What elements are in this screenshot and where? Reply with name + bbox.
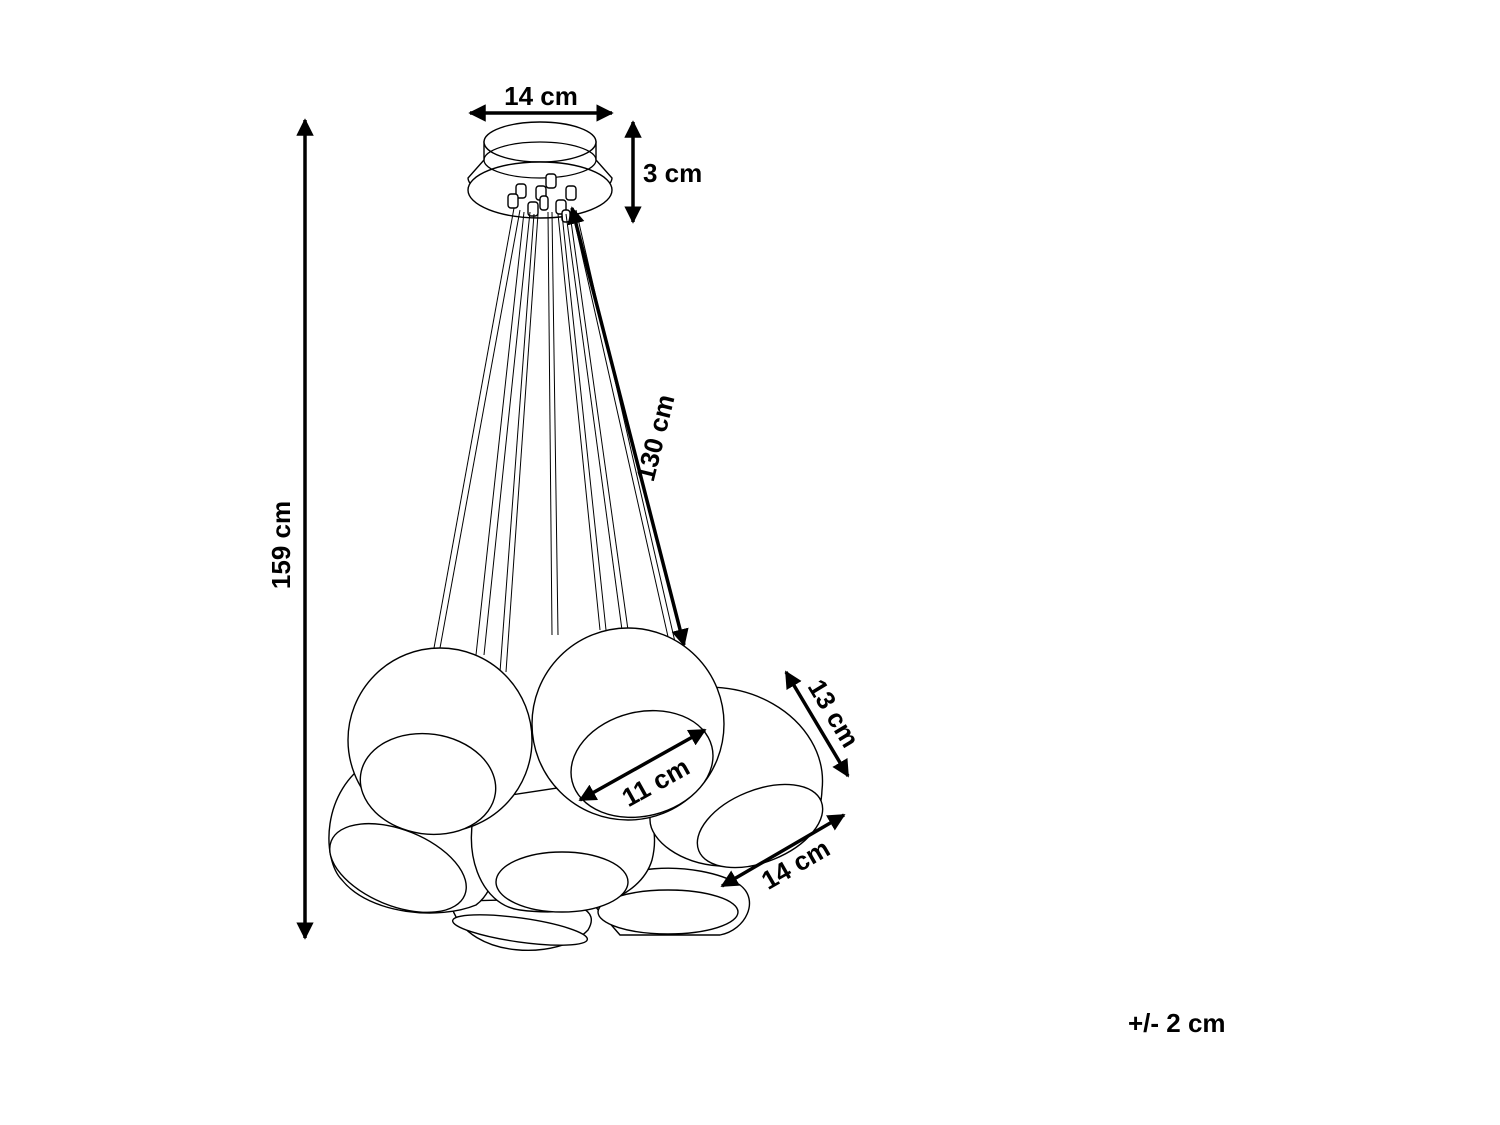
shade-opening-line [578,728,707,802]
dimension-lines [296,104,850,940]
cord-length-line [567,206,689,647]
tolerance-note: +/- 2 cm [1128,1008,1226,1038]
total-height-label: 159 cm [266,501,296,589]
cord-length-label: 130 cm [630,391,680,484]
cord-grips [507,173,577,223]
shade-width-line [720,813,846,888]
canopy-height-label: 3 cm [643,158,702,188]
canopy-width-label: 14 cm [504,81,578,111]
shade-left-front [347,647,533,836]
globe-shades [328,627,824,952]
shade-height-line [784,670,850,778]
